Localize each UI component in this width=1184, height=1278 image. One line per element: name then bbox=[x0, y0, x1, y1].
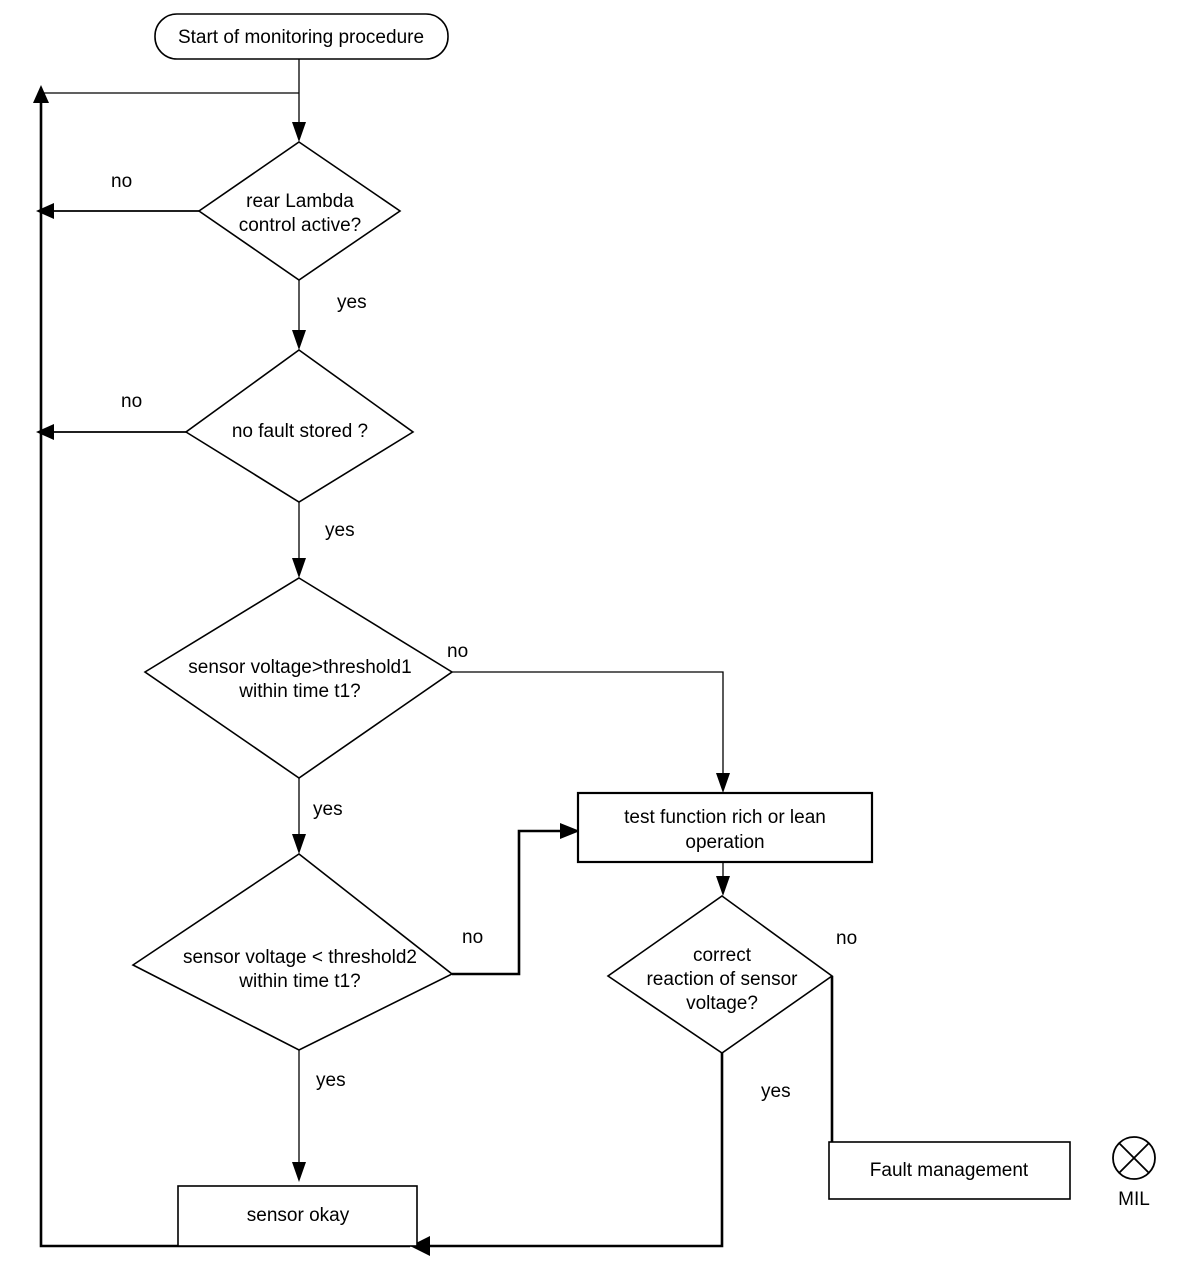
mil-indicator-label: MIL bbox=[1118, 1189, 1150, 1210]
edge-label-rear-lambda-no: no bbox=[111, 171, 132, 192]
edge-no-fault-yes bbox=[292, 502, 306, 578]
node-decision-no-fault[interactable]: no fault stored ? bbox=[184, 349, 415, 503]
node-decision-threshold2-label-2: within time t1? bbox=[238, 971, 360, 992]
node-process-fault-management-label: Fault management bbox=[870, 1160, 1029, 1181]
edge-threshold2-yes bbox=[292, 1050, 306, 1182]
node-decision-threshold2[interactable]: sensor voltage < threshold2 within time … bbox=[131, 853, 454, 1051]
edge-label-no-fault-yes: yes bbox=[325, 520, 355, 541]
edge-label-threshold2-no: no bbox=[462, 927, 483, 948]
node-decision-correct-reaction[interactable]: correct reaction of sensor voltage? bbox=[606, 895, 834, 1054]
edge-label-correct-reaction-yes: yes bbox=[761, 1081, 791, 1102]
node-decision-rear-lambda[interactable]: rear Lambda control active? bbox=[197, 141, 402, 281]
edge-label-threshold1-no: no bbox=[447, 641, 468, 662]
node-process-fault-management[interactable]: Fault management bbox=[828, 1141, 1071, 1200]
edge-threshold2-no bbox=[452, 823, 580, 976]
node-process-sensor-okay-label: sensor okay bbox=[247, 1205, 350, 1226]
node-process-test-function-label-2: operation bbox=[685, 832, 764, 853]
node-decision-rear-lambda-label-2: control active? bbox=[239, 215, 362, 236]
edge-rear-lambda-no bbox=[36, 203, 199, 219]
node-start[interactable]: Start of monitoring procedure bbox=[154, 13, 449, 60]
edge-threshold1-yes bbox=[292, 778, 306, 854]
node-decision-correct-reaction-label-1: correct bbox=[693, 945, 752, 966]
edge-label-no-fault-no: no bbox=[121, 391, 142, 412]
edge-label-threshold2-yes: yes bbox=[316, 1070, 346, 1091]
edge-correct-reaction-yes bbox=[410, 1053, 724, 1256]
node-decision-correct-reaction-label-2: reaction of sensor bbox=[646, 969, 798, 990]
edge-label-threshold1-yes: yes bbox=[313, 799, 343, 820]
node-decision-threshold2-label-1: sensor voltage < threshold2 bbox=[183, 947, 417, 968]
node-process-test-function-label-1: test function rich or lean bbox=[624, 807, 826, 828]
mil-lamp-icon bbox=[1112, 1136, 1156, 1180]
edge-threshold1-no bbox=[452, 671, 730, 793]
node-decision-threshold1-label-1: sensor voltage>threshold1 bbox=[188, 657, 411, 678]
node-decision-threshold1-label-2: within time t1? bbox=[238, 681, 360, 702]
edge-test-function-to-correct-reaction bbox=[716, 862, 730, 896]
edge-label-rear-lambda-yes: yes bbox=[337, 292, 367, 313]
node-start-label: Start of monitoring procedure bbox=[178, 27, 424, 48]
edge-start-to-rear-lambda bbox=[292, 58, 306, 142]
node-process-test-function[interactable]: test function rich or lean operation bbox=[576, 791, 874, 864]
mil-indicator: MIL bbox=[1112, 1136, 1156, 1210]
node-decision-rear-lambda-label-1: rear Lambda bbox=[246, 191, 354, 212]
node-decision-correct-reaction-label-3: voltage? bbox=[686, 993, 758, 1014]
edge-no-fault-no bbox=[36, 424, 186, 440]
node-decision-threshold1[interactable]: sensor voltage>threshold1 within time t1… bbox=[143, 577, 454, 779]
node-process-sensor-okay[interactable]: sensor okay bbox=[177, 1185, 418, 1247]
node-decision-no-fault-label: no fault stored ? bbox=[232, 421, 368, 442]
edge-rear-lambda-yes bbox=[292, 280, 306, 350]
edge-label-correct-reaction-no: no bbox=[836, 928, 857, 949]
